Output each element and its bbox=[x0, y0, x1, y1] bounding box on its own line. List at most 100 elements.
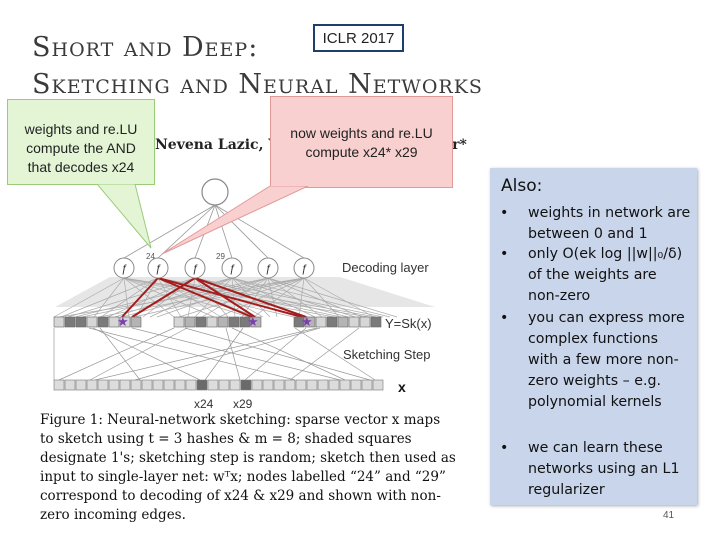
panel-bullet-item: • weights in network are between 0 and 1 bbox=[500, 203, 692, 245]
sketch-cell bbox=[239, 316, 251, 328]
sketch-cell bbox=[206, 316, 218, 328]
hidden-edge bbox=[231, 277, 356, 318]
input-cell bbox=[317, 379, 329, 391]
hidden-edge bbox=[218, 277, 305, 318]
caption-line: Figure 1: Neural-network sketching: spar… bbox=[40, 412, 441, 428]
relu-node bbox=[147, 257, 169, 279]
output-edge bbox=[157, 204, 216, 259]
relu-symbol: ƒ bbox=[301, 263, 307, 275]
green-callout: weights and re.LU compute the AND that d… bbox=[7, 99, 155, 185]
star-icon: ★ bbox=[301, 314, 313, 329]
sketch-cell bbox=[119, 316, 131, 328]
star-icon: ★ bbox=[117, 314, 129, 329]
highlighted-edge bbox=[131, 277, 196, 318]
sketch-step-edge bbox=[294, 327, 376, 381]
relu-symbol: ƒ bbox=[155, 263, 161, 275]
relu-symbol: ƒ bbox=[265, 263, 271, 275]
input-cell bbox=[372, 379, 384, 391]
panel-heading: Also: bbox=[501, 176, 543, 196]
sketch-cell bbox=[108, 316, 120, 328]
highlighted-edge bbox=[121, 277, 159, 318]
input-vector-label: x bbox=[398, 379, 406, 395]
hidden-edge bbox=[303, 277, 375, 318]
sketch-step-edge bbox=[99, 327, 141, 381]
sketch-step-edge bbox=[134, 327, 321, 381]
hidden-edge bbox=[53, 277, 125, 318]
slide-title-line-1: Short and Deep: bbox=[32, 32, 259, 63]
input-cell bbox=[196, 379, 208, 391]
input-cell bbox=[141, 379, 153, 391]
highlighted-edge bbox=[194, 277, 256, 318]
input-cell bbox=[185, 379, 197, 391]
slide-number: 41 bbox=[663, 510, 675, 521]
caption-line: input to single-layer net: wᵀx; nodes la… bbox=[40, 469, 446, 485]
sketch-cell bbox=[86, 316, 98, 328]
caption-line: to sketch using t = 3 hashes & m = 8; sh… bbox=[40, 431, 412, 447]
bullet-icon: • bbox=[500, 310, 509, 326]
hidden-edge bbox=[60, 277, 159, 318]
panel-bullet-item: • you can express more complex functions… bbox=[500, 308, 692, 413]
sketch-step-edge bbox=[131, 327, 341, 381]
sketch-step-edge bbox=[94, 327, 318, 381]
input-cell bbox=[97, 379, 109, 391]
hidden-edge bbox=[194, 277, 384, 318]
sketch-step-edge bbox=[89, 327, 188, 381]
hidden-edge bbox=[231, 277, 391, 318]
sketch-cell bbox=[337, 316, 349, 328]
output-edge bbox=[123, 204, 216, 259]
input-cell bbox=[361, 379, 373, 391]
venue-badge: ICLR 2017 bbox=[313, 24, 404, 52]
hidden-edge bbox=[100, 277, 159, 318]
sketch-cell bbox=[53, 316, 65, 328]
highlighted-edge bbox=[157, 277, 253, 318]
input-cell bbox=[229, 379, 241, 391]
highlighted-edge bbox=[194, 277, 307, 318]
hidden-edge bbox=[231, 277, 316, 318]
sketch-cell bbox=[64, 316, 76, 328]
relu-node bbox=[221, 257, 243, 279]
sketch-step-edge bbox=[225, 327, 241, 381]
sketch-cell bbox=[217, 316, 229, 328]
panel-bullet-item: • only O(ek log ||w||₀/δ) of the weights… bbox=[500, 244, 692, 307]
input-cell bbox=[130, 379, 142, 391]
hidden-edge bbox=[303, 277, 340, 318]
panel-item-text: you can express more complex functions w… bbox=[528, 310, 685, 410]
authors-start: Nevena Lazic, Y bbox=[155, 137, 279, 153]
input-cell bbox=[240, 379, 252, 391]
relu-symbol: ƒ bbox=[192, 263, 198, 275]
input-cell bbox=[119, 379, 131, 391]
panel-item-text: weights in network are between 0 and 1 bbox=[528, 205, 691, 242]
sketch-cell bbox=[130, 316, 142, 328]
node-label-24: 24 bbox=[146, 252, 155, 261]
red-callout-line-2: compute x24* x29 bbox=[305, 144, 418, 160]
hidden-edge bbox=[157, 277, 222, 318]
sketch-step-edge bbox=[184, 327, 371, 381]
input-label-x24: x24 bbox=[194, 397, 214, 411]
output-edge bbox=[214, 204, 233, 259]
input-label-x29: x29 bbox=[233, 397, 253, 411]
sketch-cell bbox=[195, 316, 207, 328]
relu-node bbox=[257, 257, 279, 279]
figure-caption: Figure 1: Neural-network sketching: spar… bbox=[40, 411, 465, 525]
sketch-label: Y=Sk(x) bbox=[385, 316, 432, 331]
panel-item-text: only O(ek log ||w||₀/δ) of the weights a… bbox=[528, 246, 683, 304]
input-cell bbox=[64, 379, 76, 391]
input-cell bbox=[53, 379, 65, 391]
hidden-edge bbox=[81, 277, 269, 318]
sketch-step-edge bbox=[58, 327, 175, 381]
panel-bullet-item: • we can learn these networks using an L… bbox=[500, 438, 692, 501]
hidden-edge bbox=[156, 277, 269, 318]
sketching-step-label: Sketching Step bbox=[343, 347, 430, 362]
relu-symbol: ƒ bbox=[121, 263, 127, 275]
sketch-cell bbox=[75, 316, 87, 328]
sketch-cell bbox=[184, 316, 196, 328]
hidden-edge bbox=[123, 277, 175, 318]
sketch-cell bbox=[348, 316, 360, 328]
sketch-step-edge bbox=[92, 327, 201, 381]
sketch-cell bbox=[315, 316, 327, 328]
relu-node bbox=[113, 257, 135, 279]
red-callout: now weights and re.LU compute x24* x29 bbox=[270, 96, 453, 188]
input-cell bbox=[207, 379, 219, 391]
sketch-step-edge bbox=[231, 327, 346, 381]
